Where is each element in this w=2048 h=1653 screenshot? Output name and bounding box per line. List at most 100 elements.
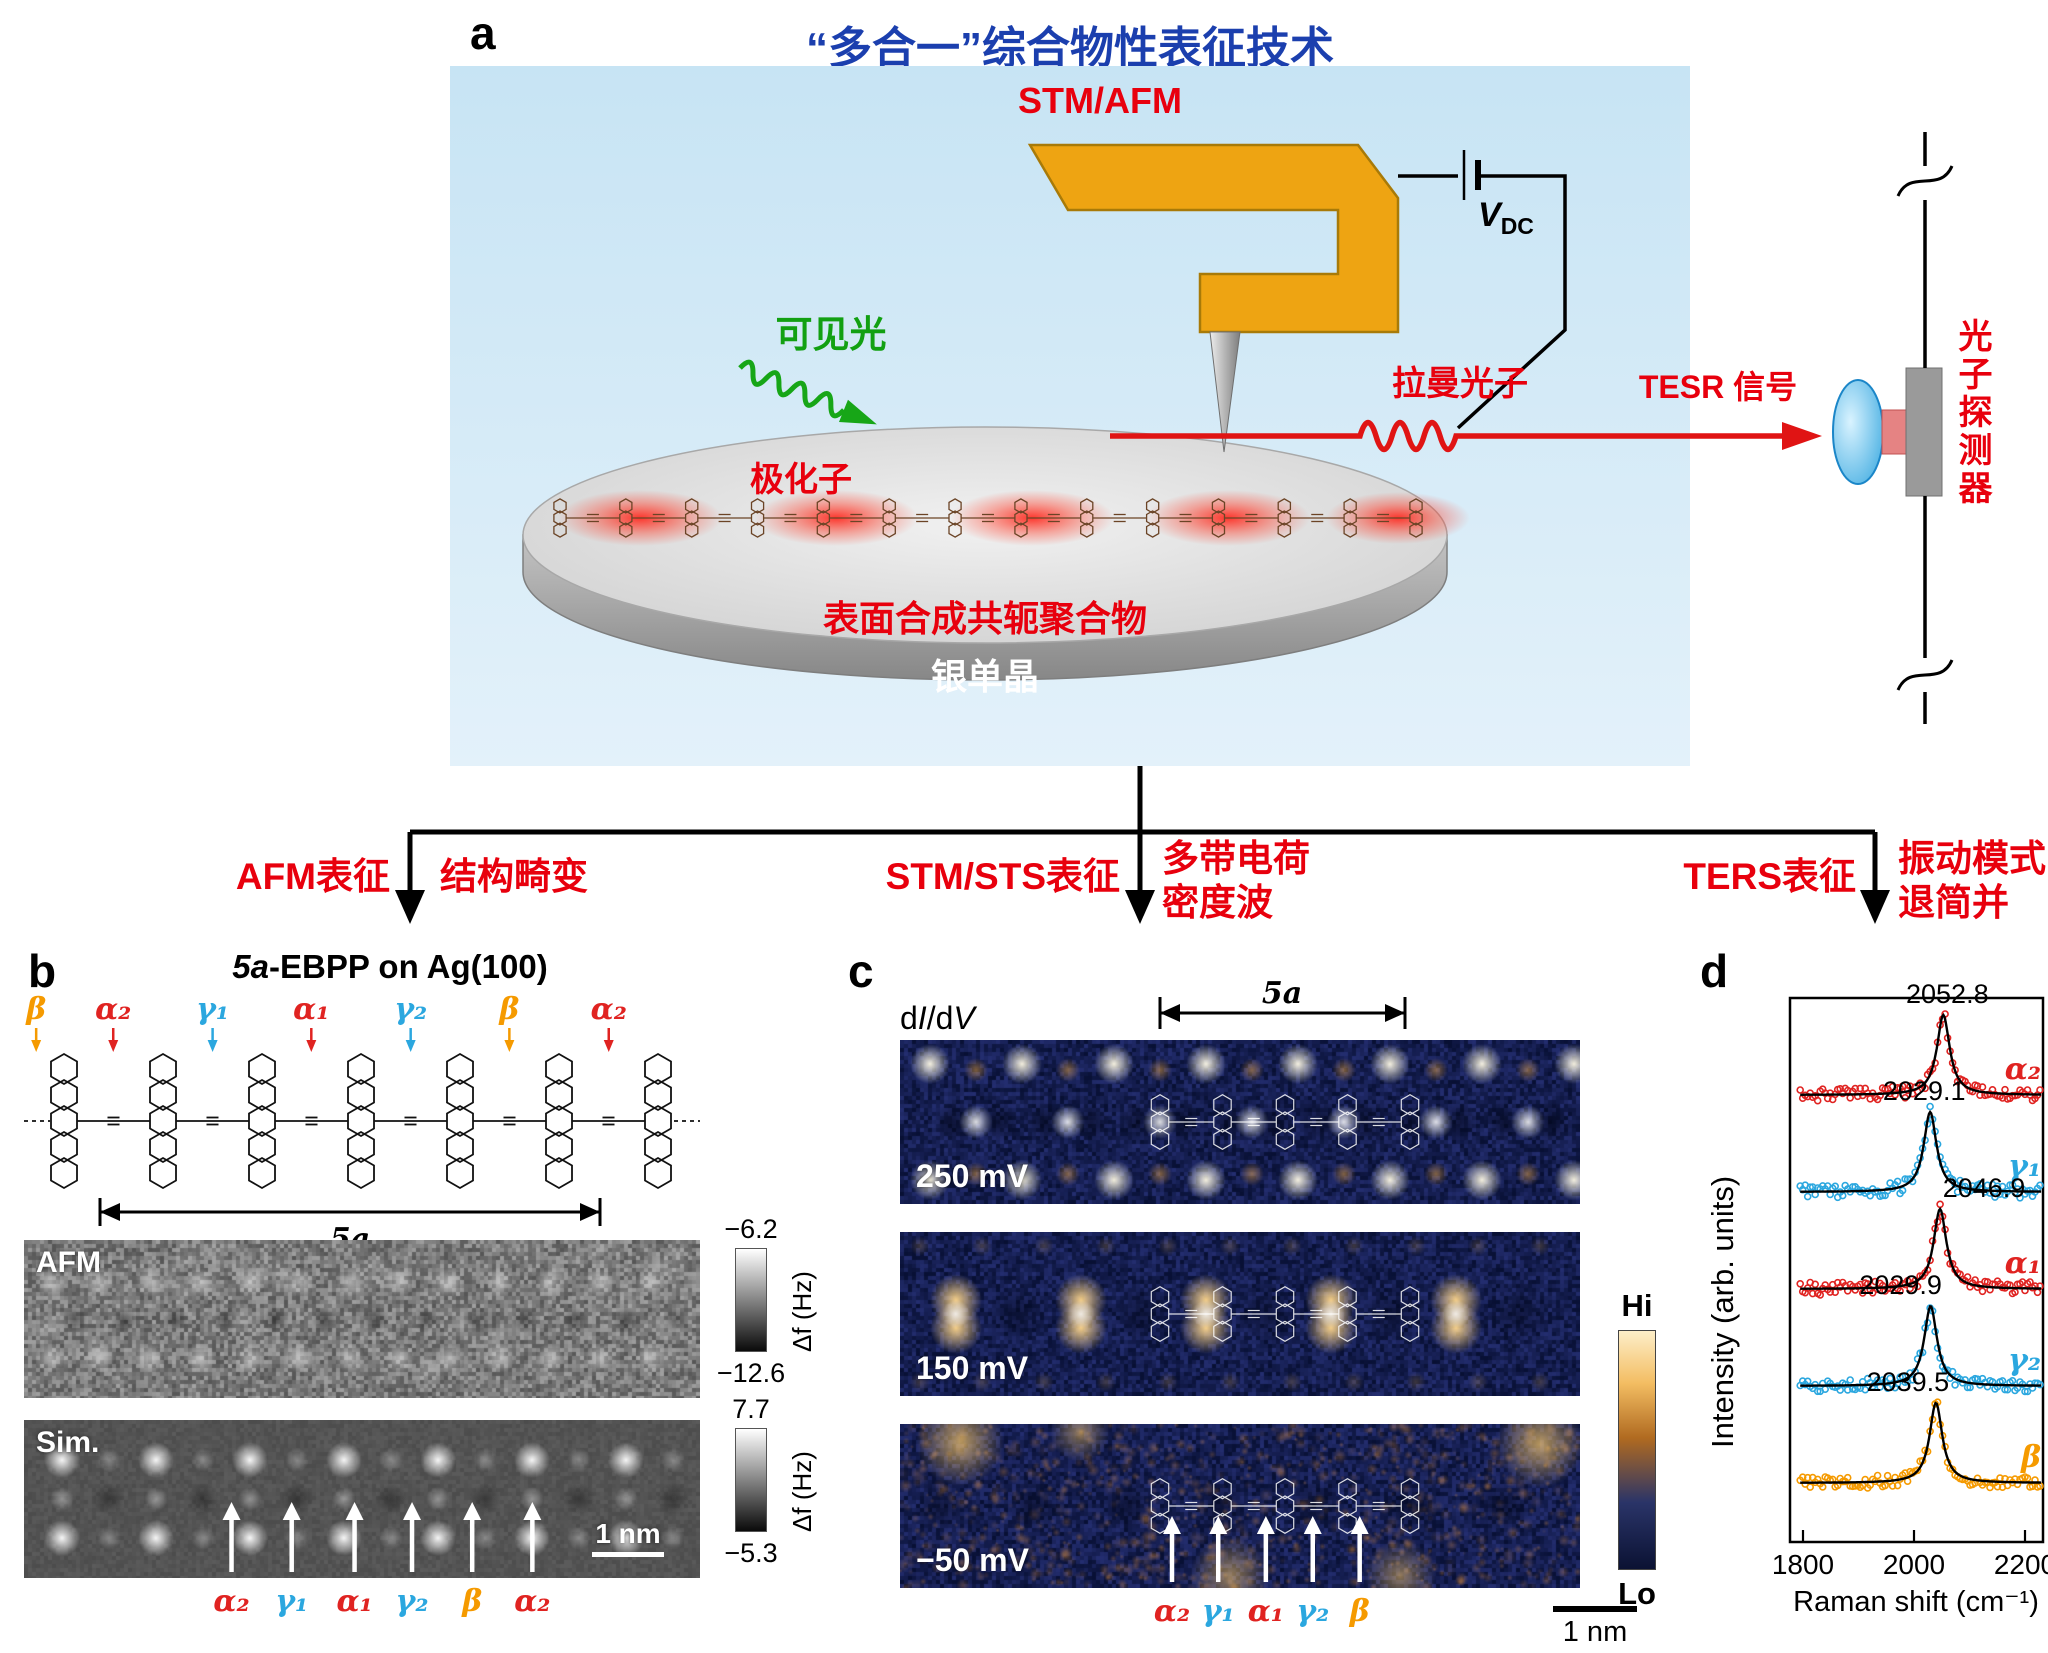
sim-scale-min: −5.3 bbox=[724, 1538, 778, 1568]
mode-label: γ₂ bbox=[2008, 1343, 2041, 1378]
panel-b-title-italic: 5a bbox=[232, 948, 269, 985]
mode-label: α₁ bbox=[2005, 1246, 2041, 1281]
didv-map-overlay bbox=[1150, 1478, 1420, 1582]
data-point bbox=[1866, 1191, 1874, 1200]
afm-scale-max: −6.2 bbox=[724, 1214, 778, 1244]
data-point bbox=[1963, 1383, 1972, 1392]
didv-map-neg50mv bbox=[900, 1424, 1580, 1588]
down-arrow-icon bbox=[1125, 890, 1155, 924]
fit-curve bbox=[1800, 1401, 2042, 1484]
detector-filter-icon bbox=[1881, 409, 1907, 455]
up-arrow-icon bbox=[282, 1502, 301, 1520]
data-point bbox=[1856, 1084, 1864, 1093]
data-point bbox=[1948, 1367, 1957, 1376]
data-point bbox=[2001, 1385, 2009, 1394]
mode-label: β bbox=[499, 992, 520, 1027]
mode-label: β bbox=[462, 1584, 483, 1619]
data-point bbox=[1888, 1482, 1897, 1490]
tesr-signal-label: TESR 信号 bbox=[1638, 369, 1798, 405]
data-point bbox=[1808, 1289, 1817, 1298]
data-point bbox=[1876, 1091, 1884, 1100]
didv-map-overlay bbox=[1150, 1286, 1420, 1342]
site-arrow-icon bbox=[207, 1040, 218, 1052]
raman-photon-label: 拉曼光子 bbox=[1392, 365, 1528, 403]
mode-label: α₂ bbox=[590, 992, 627, 1027]
afm-tip-icon bbox=[1209, 331, 1241, 453]
panel-b-label: b bbox=[28, 945, 57, 997]
data-point bbox=[2016, 1194, 2024, 1202]
stm-afm-label: STM/AFM bbox=[1018, 80, 1182, 121]
peak-value-label: 2046.9 bbox=[1943, 1173, 2026, 1203]
didv-map-overlay bbox=[1150, 1094, 1420, 1150]
site-arrow-icon bbox=[405, 1040, 416, 1052]
peak-value-label: 2029.1 bbox=[1883, 1076, 1966, 1106]
site-arrow-icon bbox=[603, 1040, 614, 1052]
molecule-chain bbox=[50, 1052, 672, 1190]
data-point bbox=[1858, 1289, 1867, 1297]
data-point bbox=[1921, 1084, 1929, 1093]
data-point bbox=[1851, 1084, 1859, 1093]
afm-colorbar bbox=[735, 1248, 767, 1352]
data-point bbox=[1861, 1385, 1869, 1394]
stm-branch-label: STM/STS表征 bbox=[885, 856, 1120, 897]
ters-branch-desc-1: 振动模式 bbox=[1898, 838, 2046, 879]
data-point bbox=[1888, 1082, 1897, 1091]
panel-c-label: c bbox=[848, 945, 874, 997]
mode-label: γ₁ bbox=[1201, 1594, 1235, 1629]
data-point bbox=[1808, 1183, 1817, 1191]
site-arrow-icon bbox=[306, 1040, 317, 1052]
detector-plate-icon bbox=[1905, 367, 1943, 497]
data-point bbox=[1873, 1285, 1882, 1294]
data-point bbox=[2003, 1385, 2012, 1394]
data-point bbox=[1816, 1291, 1824, 1299]
didv-part: V bbox=[953, 1000, 975, 1036]
data-point bbox=[1993, 1182, 2002, 1191]
visible-light-label: 可见光 bbox=[775, 314, 887, 355]
data-point bbox=[1998, 1182, 2007, 1191]
peak-value-label: 2052.8 bbox=[1906, 980, 1989, 1009]
data-point bbox=[1843, 1473, 1852, 1482]
data-point bbox=[1898, 1082, 1907, 1090]
data-point bbox=[1998, 1094, 2007, 1102]
mode-label: α₁ bbox=[1247, 1594, 1284, 1629]
data-point bbox=[1886, 1374, 1894, 1383]
figure-title: “多合一”综合物性表征技术 bbox=[806, 24, 1334, 73]
data-point bbox=[1893, 1177, 1902, 1186]
mode-label: β bbox=[2020, 1440, 2041, 1475]
peak-value-label: 2029.9 bbox=[1859, 1270, 1942, 1300]
data-point bbox=[2008, 1376, 2017, 1385]
mode-label: α₁ bbox=[336, 1584, 373, 1619]
didv-part: /d bbox=[926, 1000, 954, 1036]
up-arrow-icon bbox=[463, 1502, 482, 1520]
data-point bbox=[2023, 1474, 2032, 1483]
data-point bbox=[1973, 1082, 1982, 1090]
flow-arrows bbox=[395, 766, 1890, 924]
afm-branch-desc: 结构畸变 bbox=[440, 856, 588, 897]
data-point bbox=[1883, 1384, 1892, 1393]
up-arrow-icon bbox=[1303, 1516, 1322, 1534]
afm-scale-min: −12.6 bbox=[716, 1358, 786, 1388]
data-point bbox=[1798, 1473, 1807, 1482]
site-arrow-icon bbox=[31, 1040, 42, 1052]
bias-label-neg50mv: −50 mV bbox=[916, 1542, 1029, 1578]
data-point bbox=[1838, 1191, 1847, 1200]
data-point bbox=[1818, 1483, 1827, 1491]
mode-label: α₂ bbox=[1153, 1594, 1191, 1629]
vdc-label: VDC bbox=[1478, 196, 1534, 240]
data-point bbox=[1908, 1375, 1917, 1384]
data-point bbox=[2036, 1181, 2044, 1190]
up-arrow-icon bbox=[222, 1502, 241, 1520]
fit-curve bbox=[1800, 1304, 2042, 1387]
raman-plot: 180020002200Raman shift (cm⁻¹)2052.8α₂20… bbox=[1772, 980, 2048, 1618]
unit-cell-span-b bbox=[98, 1198, 602, 1226]
molecule-chain bbox=[1150, 1478, 1420, 1534]
data-point bbox=[1926, 1102, 1934, 1111]
up-arrow-icon bbox=[1256, 1516, 1275, 1534]
didv-map-250mv bbox=[900, 1040, 1580, 1204]
didv-scale-hi: Hi bbox=[1621, 1288, 1653, 1323]
mode-label: γ₂ bbox=[1296, 1594, 1330, 1629]
polymer-label: 表面合成共轭聚合物 bbox=[822, 598, 1147, 639]
x-tick-label: 2000 bbox=[1883, 1549, 1945, 1580]
up-arrow-icon bbox=[1209, 1516, 1228, 1534]
detector-lens-icon bbox=[1832, 379, 1884, 485]
